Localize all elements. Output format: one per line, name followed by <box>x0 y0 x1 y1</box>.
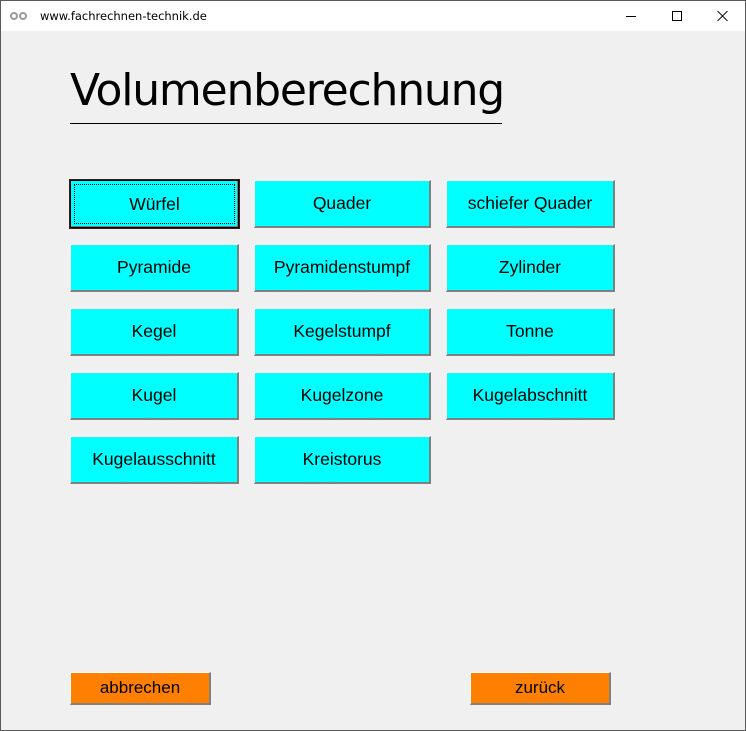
pyramide-button[interactable]: Pyramide <box>70 244 239 292</box>
title-bar[interactable]: www.fachrechnen-technik.de <box>1 1 745 31</box>
title-underline <box>70 123 502 124</box>
schiefer-quader-button[interactable]: schiefer Quader <box>446 180 615 228</box>
minimize-button[interactable] <box>608 1 654 31</box>
maximize-button[interactable] <box>654 1 700 31</box>
cancel-button[interactable]: abbrechen <box>70 672 211 705</box>
kegelstumpf-button[interactable]: Kegelstumpf <box>254 308 431 356</box>
maximize-icon <box>672 11 682 21</box>
kugelausschnitt-button[interactable]: Kugelausschnitt <box>70 436 239 484</box>
kegel-button[interactable]: Kegel <box>70 308 239 356</box>
window-title: www.fachrechnen-technik.de <box>40 9 207 23</box>
close-button[interactable] <box>700 1 746 31</box>
minimize-icon <box>626 15 636 17</box>
wuerfel-button[interactable]: Würfel <box>69 179 240 229</box>
kreistorus-button[interactable]: Kreistorus <box>254 436 431 484</box>
kugel-button[interactable]: Kugel <box>70 372 239 420</box>
quader-button[interactable]: Quader <box>254 180 431 228</box>
back-button[interactable]: zurück <box>470 672 611 705</box>
close-icon <box>717 10 729 22</box>
page-title: Volumenberechnung <box>70 65 505 116</box>
app-icon <box>10 10 28 22</box>
zylinder-button[interactable]: Zylinder <box>446 244 615 292</box>
pyramidenstumpf-button[interactable]: Pyramidenstumpf <box>254 244 431 292</box>
tonne-button[interactable]: Tonne <box>446 308 615 356</box>
kugelzone-button[interactable]: Kugelzone <box>254 372 431 420</box>
kugelabschnitt-button[interactable]: Kugelabschnitt <box>446 372 615 420</box>
